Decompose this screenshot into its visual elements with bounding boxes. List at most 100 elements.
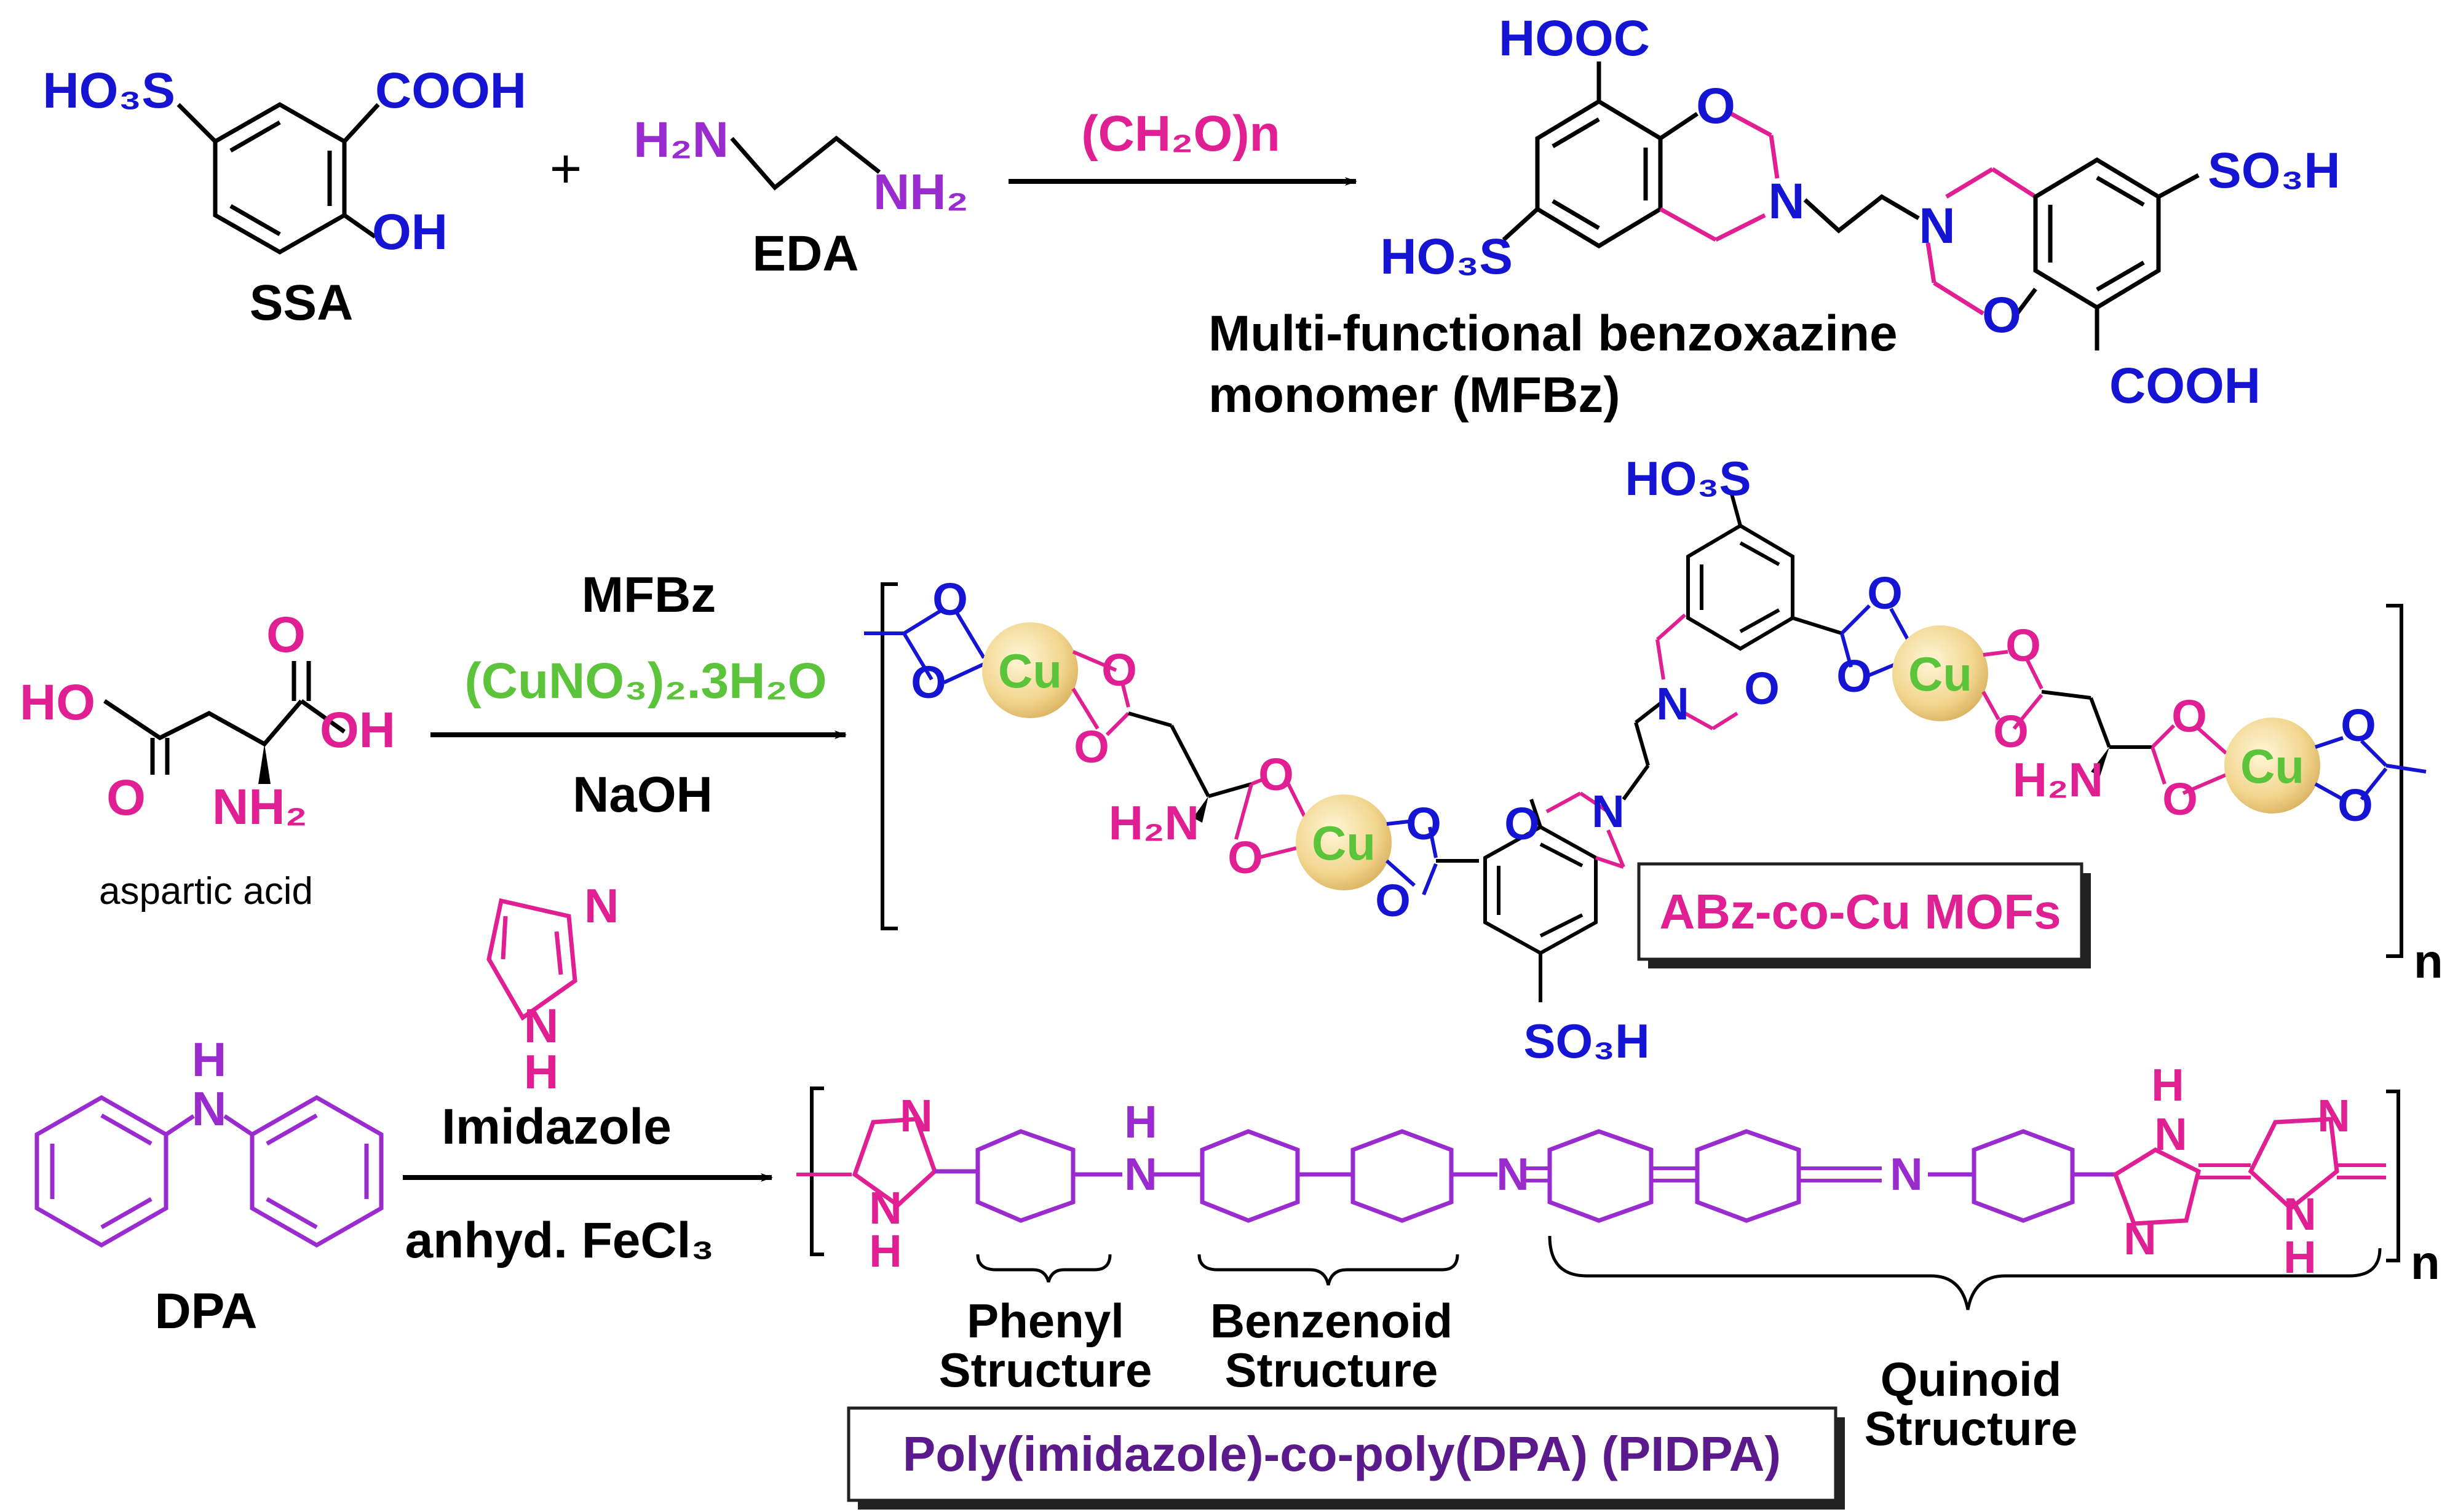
ssa-bond — [343, 213, 377, 239]
imidazole-double-bond — [501, 916, 508, 960]
dpa-double-bond — [100, 1197, 153, 1230]
mof-coordination — [2151, 724, 2176, 749]
polymer-benzenoid-ring — [1350, 1129, 1454, 1223]
oxygen-label: O — [1744, 663, 1780, 714]
benzenoid-brace — [1197, 1254, 1459, 1286]
mfbz-bond — [2015, 287, 2037, 315]
mfbz-oxazine-bond — [1933, 281, 1984, 315]
mof-bond — [1622, 764, 1650, 801]
mof-coordination — [2012, 694, 2044, 730]
imidazole-name-label: Imidazole — [442, 1099, 672, 1155]
mfbz-right-benzene — [2033, 157, 2161, 311]
polymer-n-label: N — [2154, 1109, 2187, 1160]
imidazole-ring — [486, 898, 577, 1021]
nitrogen-label: N — [1592, 786, 1624, 837]
polymer-quinoid-ring — [1695, 1129, 1801, 1223]
mof-oxazine-bond — [1656, 613, 1686, 641]
copper-label: Cu — [1908, 647, 1972, 701]
mof-oxazine-bond — [1606, 829, 1625, 868]
oxygen-label: O — [1258, 749, 1294, 800]
benzenoid-label-line1: Benzenoid — [1210, 1294, 1453, 1348]
mof-coordination — [903, 607, 945, 635]
mof-bond — [1792, 616, 1842, 635]
mof-coordination — [2360, 767, 2388, 801]
quinoid-label-line1: Quinoid — [1881, 1352, 2062, 1406]
copper-label: Cu — [2240, 739, 2304, 793]
oxygen-label: O — [1993, 706, 2029, 757]
mof-chain-end — [2385, 764, 2427, 774]
quinoid-label-line2: Structure — [1865, 1401, 2078, 1455]
dpa-h-label: H — [192, 1032, 226, 1087]
formaldehyde-reagent-label: (CH₂O)n — [1081, 106, 1280, 162]
polymer-h-label: H — [869, 1225, 902, 1276]
pidpa-polymer: n N N H — [796, 1059, 2440, 1510]
mfbz-double-bond — [1552, 117, 1600, 149]
eda-right-nh2: NH₂ — [873, 164, 969, 220]
ssa-oh-label: OH — [372, 204, 448, 260]
copper-node — [2224, 718, 2320, 813]
oxygen-label: O — [1074, 721, 1109, 772]
mfbz-name-line2: monomer (MFBz) — [1208, 367, 1620, 423]
mof-coordination — [902, 632, 934, 681]
mof-coordination — [1105, 711, 1130, 737]
aspartic-o-top: O — [266, 607, 306, 663]
ssa-bond — [176, 103, 217, 143]
oxygen-label: O — [1101, 644, 1137, 695]
mfbz-oxazine-bond — [1925, 242, 1937, 283]
polymer-n-label: N — [2123, 1213, 2156, 1264]
mfbz-oxazine-bond — [1730, 111, 1772, 138]
oxygen-label: O — [1504, 798, 1540, 849]
reaction-arrow-2: MFBz (CuNO₃)₂.3H₂O NaOH — [430, 567, 847, 823]
polymer-n-label: N — [869, 1182, 902, 1233]
polymer-left-bracket — [810, 1087, 824, 1256]
reagent-copper-nitrate: (CuNO₃)₂.3H₂O — [464, 653, 827, 709]
mfbz-oxazine-bond — [1769, 135, 1780, 179]
mfbz-oxazine-bond — [1945, 167, 1994, 199]
copper-node — [1892, 625, 1988, 721]
mof-coordination — [1234, 783, 1253, 840]
oxygen-label: O — [2341, 700, 2376, 751]
phenyl-label-line2: Structure — [939, 1343, 1152, 1397]
mof-oxazine-bond — [1595, 856, 1624, 869]
mfbz-double-bond — [2096, 175, 2145, 207]
copper-label: Cu — [1312, 816, 1376, 870]
dpa-molecule: H N DPA — [34, 1032, 384, 1339]
mof-coordination — [2360, 739, 2388, 767]
mfbz-o-right: O — [1982, 287, 2021, 343]
oxygen-label: O — [2162, 774, 2198, 825]
mfbz-left-benzene — [1535, 98, 1663, 249]
reagent-mfbz: MFBz — [582, 567, 716, 623]
mfbz-oxazine-bond — [1715, 213, 1766, 242]
mof-wedge-bond — [2091, 747, 2109, 776]
mof-coordination — [1889, 608, 1911, 644]
ssa-cooh-label: COOH — [375, 63, 526, 119]
mof-coordination — [1840, 633, 1853, 668]
oxygen-label: O — [2171, 691, 2207, 742]
mof-oxazine-bond — [1579, 791, 1609, 813]
polymer-h-label: H — [2151, 1059, 2184, 1110]
dpa-double-bond — [266, 1113, 318, 1146]
polymer-n-label: N — [900, 1090, 932, 1141]
pidpa-label: Poly(imidazole)-co-poly(DPA) (PIDPA) — [903, 1427, 1781, 1481]
polymer-h-label: H — [1124, 1096, 1157, 1147]
imidazole-h-bottom: H — [524, 1045, 558, 1099]
mfbz-so3h-left: HO₃S — [1380, 229, 1513, 285]
aspartic-nh2: NH₂ — [212, 779, 307, 835]
mof-coordination — [1386, 819, 1415, 826]
reagent-naoh: NaOH — [573, 767, 713, 823]
mof-so3h-top: HO₃S — [1625, 451, 1751, 505]
mof-coordination — [1250, 776, 1268, 786]
benzenoid-label-line2: Structure — [1225, 1343, 1438, 1397]
mof-coordination — [943, 662, 985, 684]
mof-bond — [1634, 722, 1650, 766]
mof-double-bond — [1539, 913, 1584, 938]
mfbz-n-left: N — [1768, 173, 1804, 229]
mof-coordination — [2182, 773, 2227, 795]
dpa-bond — [165, 1114, 195, 1136]
aspartic-name-label: aspartic acid — [99, 870, 313, 912]
mfbz-cooh-top: HOOC — [1499, 10, 1650, 66]
imidazole-double-bond — [554, 931, 563, 975]
oxygen-label: O — [1375, 875, 1411, 926]
aspartic-o-bottom: O — [106, 770, 146, 826]
